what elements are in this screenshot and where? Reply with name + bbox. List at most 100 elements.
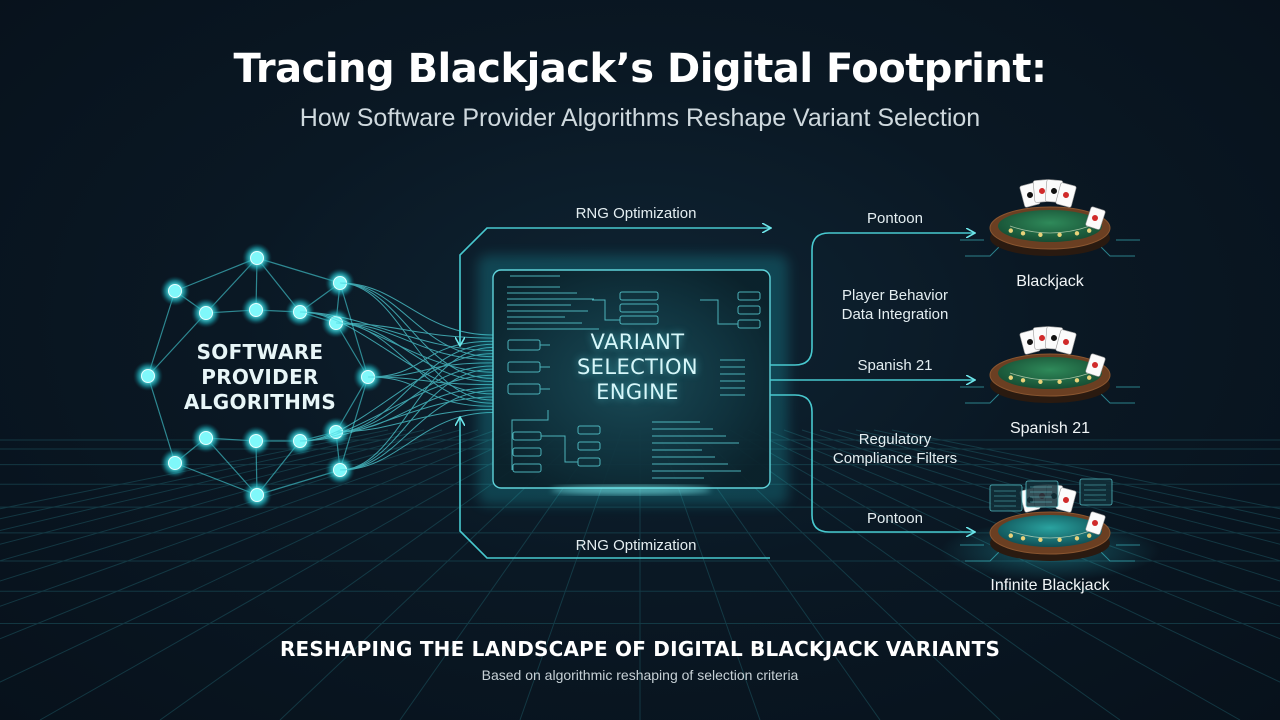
chip-icon [1020, 536, 1026, 541]
table-trace [1099, 392, 1135, 404]
network-edge [339, 376, 369, 471]
table-traces [960, 239, 1140, 257]
grid-line [0, 429, 407, 520]
network-node-core [168, 284, 182, 298]
rng-top-label: RNG Optimization [575, 205, 697, 222]
chip-icon [1057, 379, 1062, 385]
engine-label: VARIANT SELECTION ENGINE [540, 330, 735, 405]
grid-line [801, 429, 1280, 582]
chip-icon [1087, 375, 1092, 380]
grid-line [855, 429, 1280, 531]
rng-bottom-loop [460, 418, 770, 559]
fiber-line [335, 408, 494, 433]
fiber-line [335, 322, 494, 404]
grid-line [819, 429, 1280, 562]
fiber-line [299, 311, 494, 351]
software-provider-label-line-1: SOFTWARE [196, 340, 324, 364]
fiber-bundle [299, 282, 494, 471]
card-suit [1063, 339, 1069, 345]
software-provider-label-line-2: PROVIDER [201, 365, 319, 389]
network-node-core [249, 303, 263, 317]
variant-selection-engine [478, 255, 788, 505]
table-felt [998, 515, 1102, 547]
network-node-core [141, 369, 155, 383]
fiber-line [335, 387, 494, 433]
chip-icon [1074, 536, 1080, 541]
fiber-line [335, 343, 494, 433]
playing-card-icon [1019, 179, 1106, 230]
card-table-icon [960, 179, 1140, 257]
player-behavior-line-1: Player Behavior [842, 287, 948, 304]
circuit-trace [700, 299, 738, 325]
fiber-line [335, 322, 494, 339]
engine-label-line-3: ENGINE [596, 380, 679, 404]
network-node-core [250, 488, 264, 502]
grid-line [783, 429, 1280, 607]
circuit-chip [619, 303, 659, 313]
fiber-line [339, 282, 494, 336]
hologram-screen [989, 484, 1023, 512]
chip-icon [1008, 228, 1013, 233]
chip-icon [1087, 228, 1092, 233]
table-felt-arc [1009, 372, 1091, 381]
grid-line [0, 429, 497, 607]
branch-2-label: Spanish 21 [857, 357, 933, 374]
card-suit [1063, 497, 1069, 503]
regulatory-line-1: Regulatory [858, 431, 932, 448]
branch-3-arrow [770, 394, 974, 532]
grid-line [891, 429, 1280, 510]
engine-label-line-1: VARIANT [590, 330, 685, 354]
fiber-line [299, 396, 494, 442]
chip-icon [1020, 378, 1026, 383]
grid-line [0, 429, 425, 531]
chip-icon [1038, 379, 1043, 385]
regulatory-label: Regulatory Compliance Filters [810, 430, 980, 468]
network-node-core [249, 434, 263, 448]
circuit-trace [541, 435, 578, 463]
chip-icon [1074, 231, 1080, 236]
circuit-trace [592, 299, 620, 321]
player-behavior-line-2: Data Integration [841, 306, 949, 323]
fiber-line [299, 374, 494, 442]
table-2-label: Spanish 21 [1009, 420, 1091, 437]
table-felt [998, 210, 1102, 242]
grid-line [873, 429, 1280, 520]
fiber-line [339, 412, 494, 471]
chip-icon [1074, 378, 1080, 383]
network-node-core [199, 431, 213, 445]
chip-icon [1038, 232, 1043, 238]
hologram-screen [1025, 480, 1059, 508]
grid-line [0, 429, 479, 582]
fiber-line [367, 376, 494, 407]
network-node-core [168, 456, 182, 470]
grid-line [0, 429, 443, 545]
rng-loops [460, 228, 770, 559]
player-behavior-label: Player Behavior Data Integration [810, 286, 980, 324]
card-suit [1027, 339, 1033, 345]
table-trace [965, 392, 1001, 404]
card-suit [1027, 192, 1033, 199]
software-provider-label-line-3: ALGORITHMS [183, 390, 337, 414]
fiber-line [339, 368, 494, 471]
grid-line [39, 429, 551, 720]
table-felt-arc [1009, 530, 1091, 539]
network-edge [147, 375, 176, 464]
table-trace [965, 245, 1001, 257]
playing-card-icon [1019, 326, 1106, 377]
fiber-line [299, 353, 494, 442]
card-table-icon [960, 326, 1140, 404]
fiber-line [367, 376, 494, 386]
fiber-line [339, 390, 494, 471]
network-node-core [199, 306, 213, 320]
output-branches [770, 233, 974, 532]
fiber-line [339, 282, 494, 379]
circuit-chip [512, 463, 542, 473]
footer-note: Based on algorithmic reshaping of select… [481, 667, 799, 683]
chip-icon [1008, 375, 1013, 380]
branch-3-label: Pontoon [867, 510, 923, 527]
chip-icon [1087, 533, 1092, 538]
grid-line [0, 429, 389, 510]
page-subtitle: How Software Provider Algorithms Reshape… [299, 104, 981, 132]
chip-icon [1057, 232, 1062, 238]
